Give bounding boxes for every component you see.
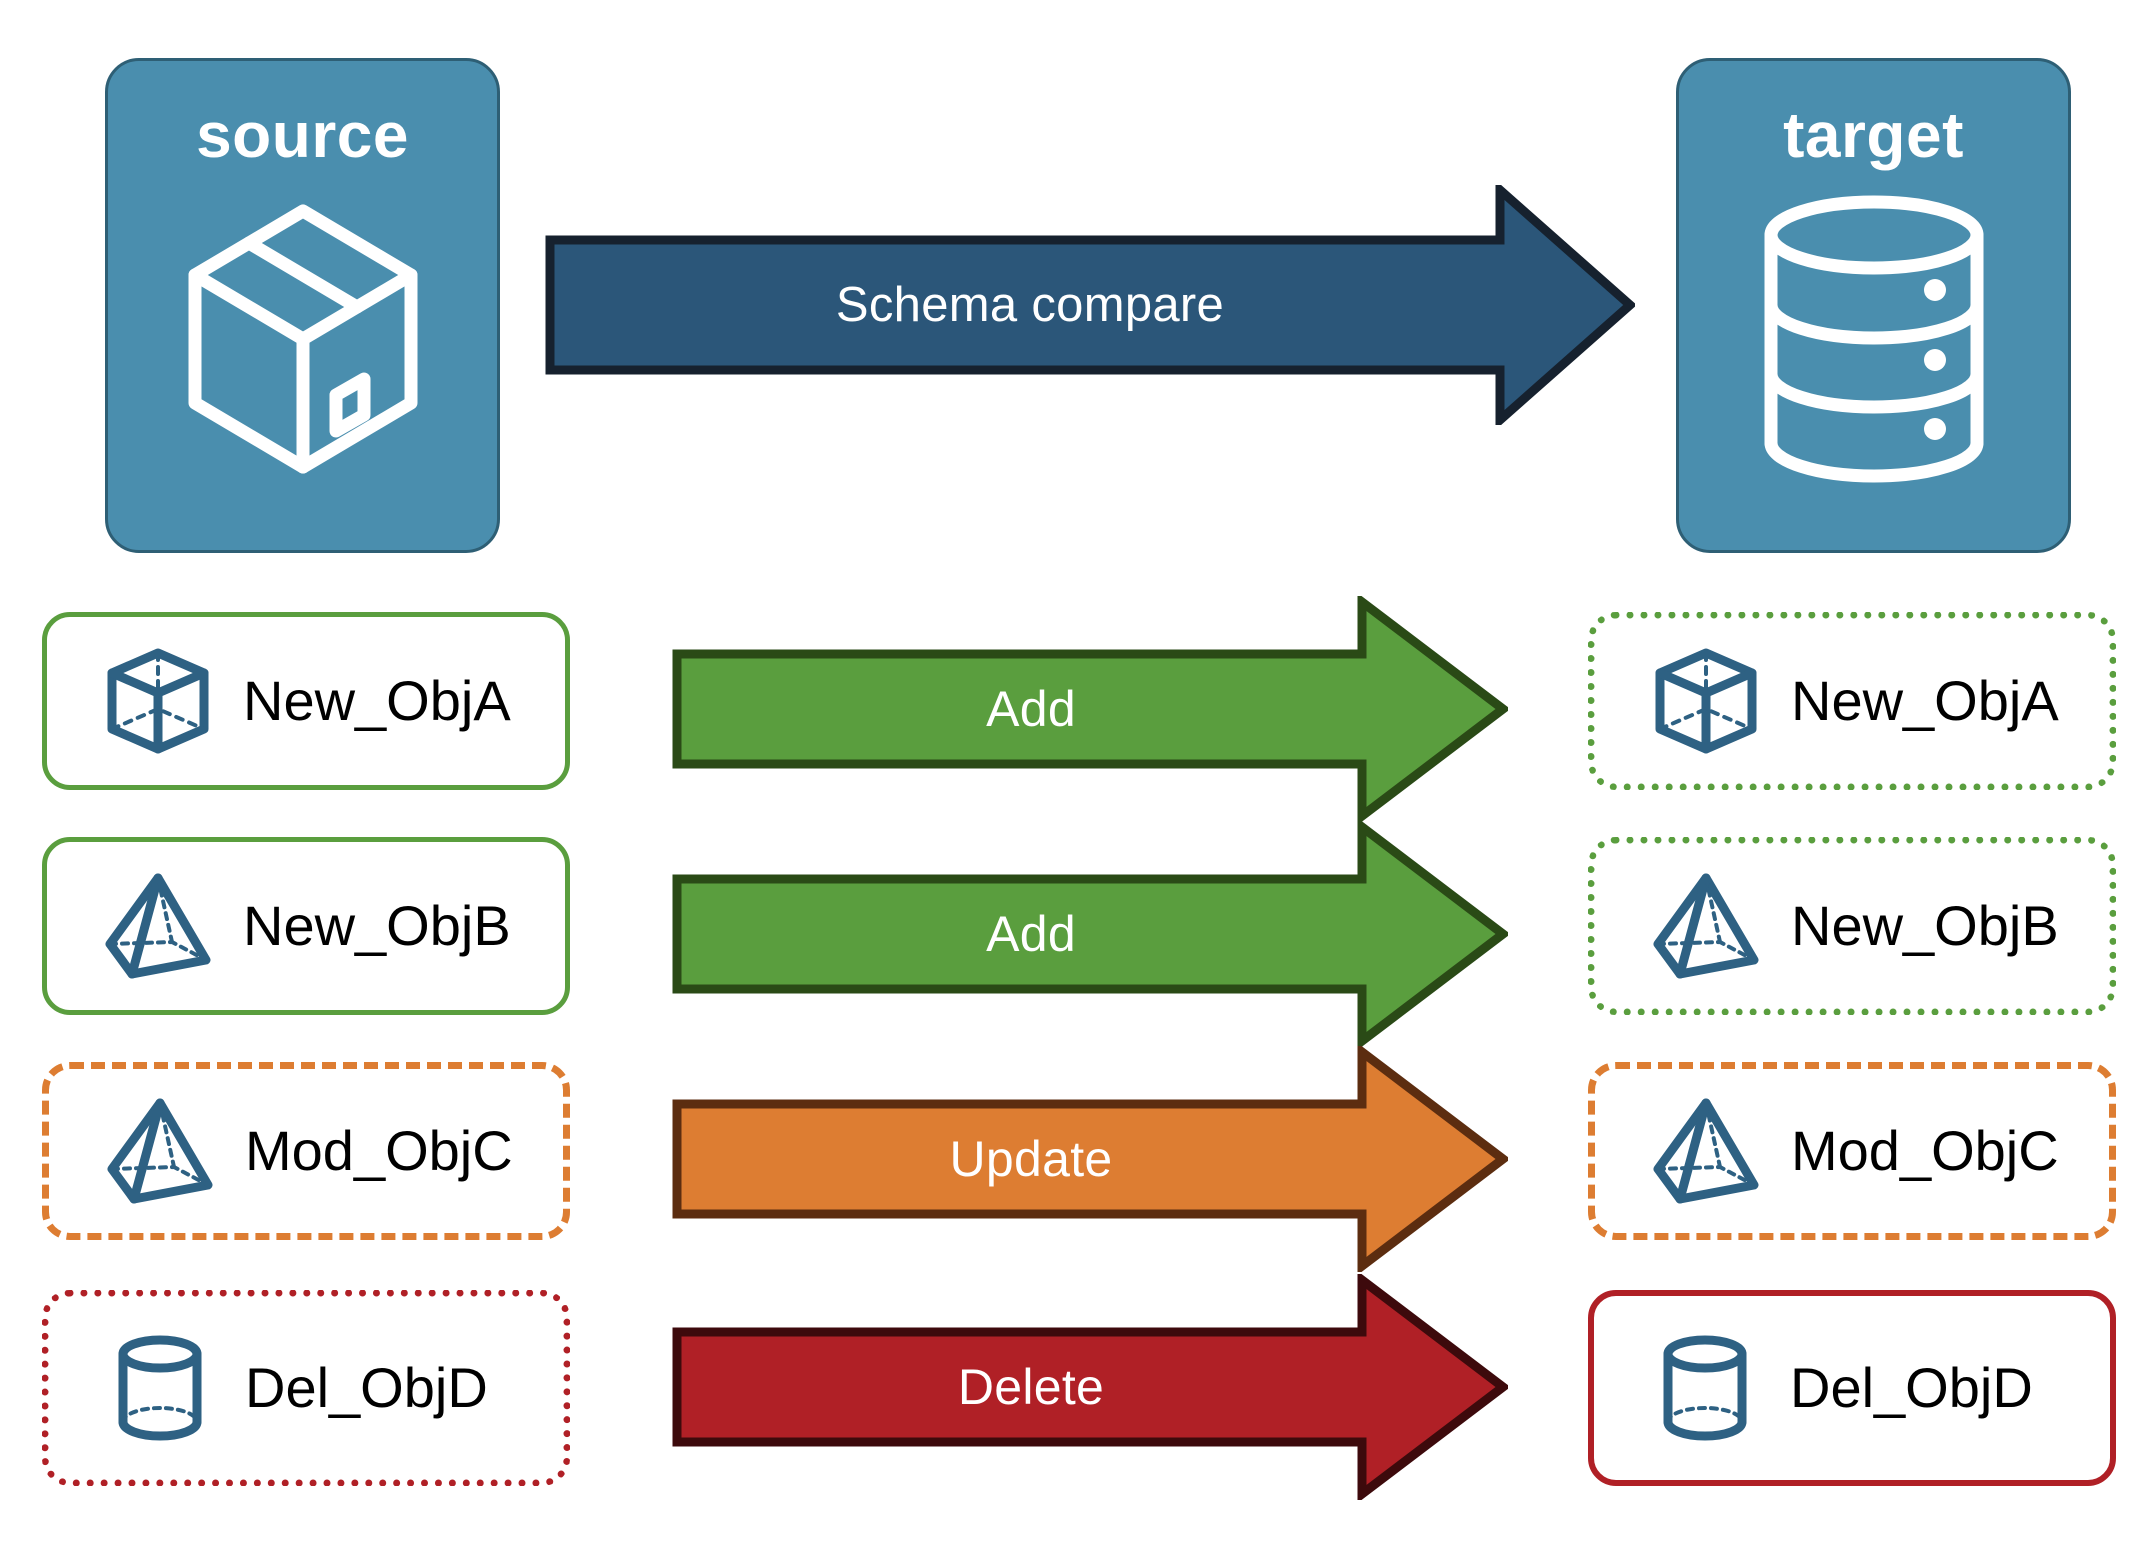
wireframe-pyramid-icon [1647, 867, 1765, 985]
object-row: Del_ObjD Delete Del_ObjD [0, 1270, 2150, 1504]
target-object-label: Del_ObjD [1790, 1356, 2033, 1419]
source-object-box[interactable]: New_ObjA [42, 612, 570, 790]
target-object-label: New_ObjA [1791, 669, 2059, 732]
action-arrow-add: Add [672, 817, 1511, 1051]
source-object-label: New_ObjB [243, 894, 511, 957]
target-object-box[interactable]: Del_ObjD [1588, 1290, 2116, 1486]
source-object-label: Mod_ObjC [245, 1119, 513, 1182]
wireframe-pyramid-icon [1647, 1092, 1765, 1210]
wireframe-cylinder-icon [1646, 1329, 1764, 1447]
target-object-label: Mod_ObjC [1791, 1119, 2059, 1182]
target-object-label: New_ObjB [1791, 894, 2059, 957]
object-row: Mod_ObjC Update Mod_ObjC [0, 1042, 2150, 1276]
wireframe-pyramid-icon [99, 867, 217, 985]
wireframe-cylinder-icon [101, 1329, 219, 1447]
right-arrow-icon [672, 592, 1511, 826]
source-object-label: New_ObjA [243, 669, 511, 732]
right-arrow-icon [672, 817, 1511, 1051]
source-object-box[interactable]: Del_ObjD [42, 1290, 570, 1486]
endpoint-title-target: target [1783, 99, 1964, 171]
endpoint-title-source: source [196, 99, 409, 171]
target-object-box[interactable]: New_ObjA [1588, 612, 2116, 790]
target-object-box[interactable]: New_ObjB [1588, 837, 2116, 1015]
right-arrow-icon [672, 1270, 1511, 1504]
action-arrow-add: Add [672, 592, 1511, 826]
wireframe-cube-icon [99, 642, 217, 760]
source-object-label: Del_ObjD [245, 1356, 488, 1419]
right-arrow-icon [672, 1042, 1511, 1276]
right-arrow-icon [545, 180, 1637, 430]
schema-compare-arrow: Schema compare [545, 180, 1637, 430]
target-object-box[interactable]: Mod_ObjC [1588, 1062, 2116, 1240]
wireframe-cube-icon [1647, 642, 1765, 760]
database-cylinder-icon [1749, 189, 1999, 494]
object-row: New_ObjA Add New_ObjA [0, 592, 2150, 826]
action-arrow-update: Update [672, 1042, 1511, 1276]
package-box-icon [173, 189, 433, 494]
action-arrow-delete: Delete [672, 1270, 1511, 1504]
source-object-box[interactable]: Mod_ObjC [42, 1062, 570, 1240]
endpoint-panel-source: source [105, 58, 500, 553]
object-row: New_ObjB Add New_ObjB [0, 817, 2150, 1051]
endpoint-panel-target: target [1676, 58, 2071, 553]
wireframe-pyramid-icon [101, 1092, 219, 1210]
source-object-box[interactable]: New_ObjB [42, 837, 570, 1015]
